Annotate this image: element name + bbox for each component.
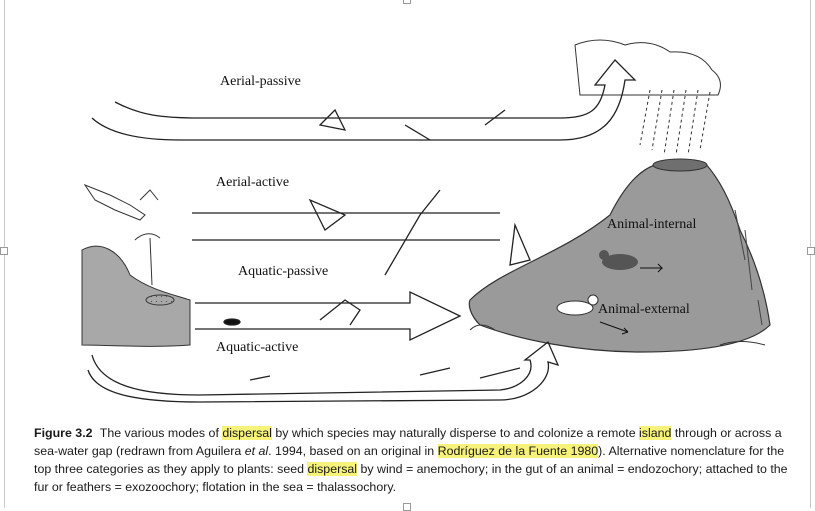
caption-text: ). Alternative nomenclature for the top …	[34, 444, 785, 476]
figure-number: Figure 3.2	[34, 426, 93, 440]
bird-external	[556, 294, 629, 335]
label-aerial-passive: Aerial-passive	[220, 74, 301, 89]
caption-text: . 1994, based on an original in	[268, 444, 438, 458]
label-aquatic-passive: Aquatic-passive	[238, 264, 328, 279]
label-animal-external: Animal-external	[598, 302, 690, 317]
handle-left[interactable]	[0, 247, 8, 255]
caption-text: by which species may naturally disperse …	[271, 426, 640, 440]
bird-internal	[599, 250, 664, 273]
handle-top[interactable]	[403, 0, 411, 4]
label-aerial-active: Aerial-active	[216, 175, 289, 190]
caption-text: The various modes of	[99, 426, 223, 440]
highlight-dispersal[interactable]: dispersal	[222, 426, 272, 440]
highlight-reference[interactable]: Rodríguez de la Fuente 1980	[437, 444, 599, 458]
highlight-island[interactable]: island	[639, 426, 672, 440]
caption-text: through or across a sea-water gap (redra…	[34, 426, 782, 458]
rain-cloud	[574, 39, 721, 156]
caption-italic: et al	[244, 444, 269, 458]
source-coast	[81, 183, 191, 347]
aerial-passive-arrow	[91, 59, 637, 141]
dispersal-figure: Aerial-passive Aerial-active Aquatic-pas…	[81, 39, 771, 403]
aerial-active-arrows	[192, 189, 531, 276]
caption-text: by wind = anemochory; in the gut of an a…	[34, 462, 788, 494]
label-animal-internal: Animal-internal	[607, 217, 697, 232]
aquatic-active-arrow	[87, 340, 560, 403]
handle-bottom[interactable]	[403, 503, 411, 511]
figure-caption: Figure 3.2 The various modes of dispersa…	[34, 424, 804, 496]
label-aquatic-active: Aquatic-active	[216, 340, 298, 355]
aquatic-passive-arrow	[195, 290, 462, 342]
highlight-dispersal-2[interactable]: dispersal	[307, 462, 358, 476]
